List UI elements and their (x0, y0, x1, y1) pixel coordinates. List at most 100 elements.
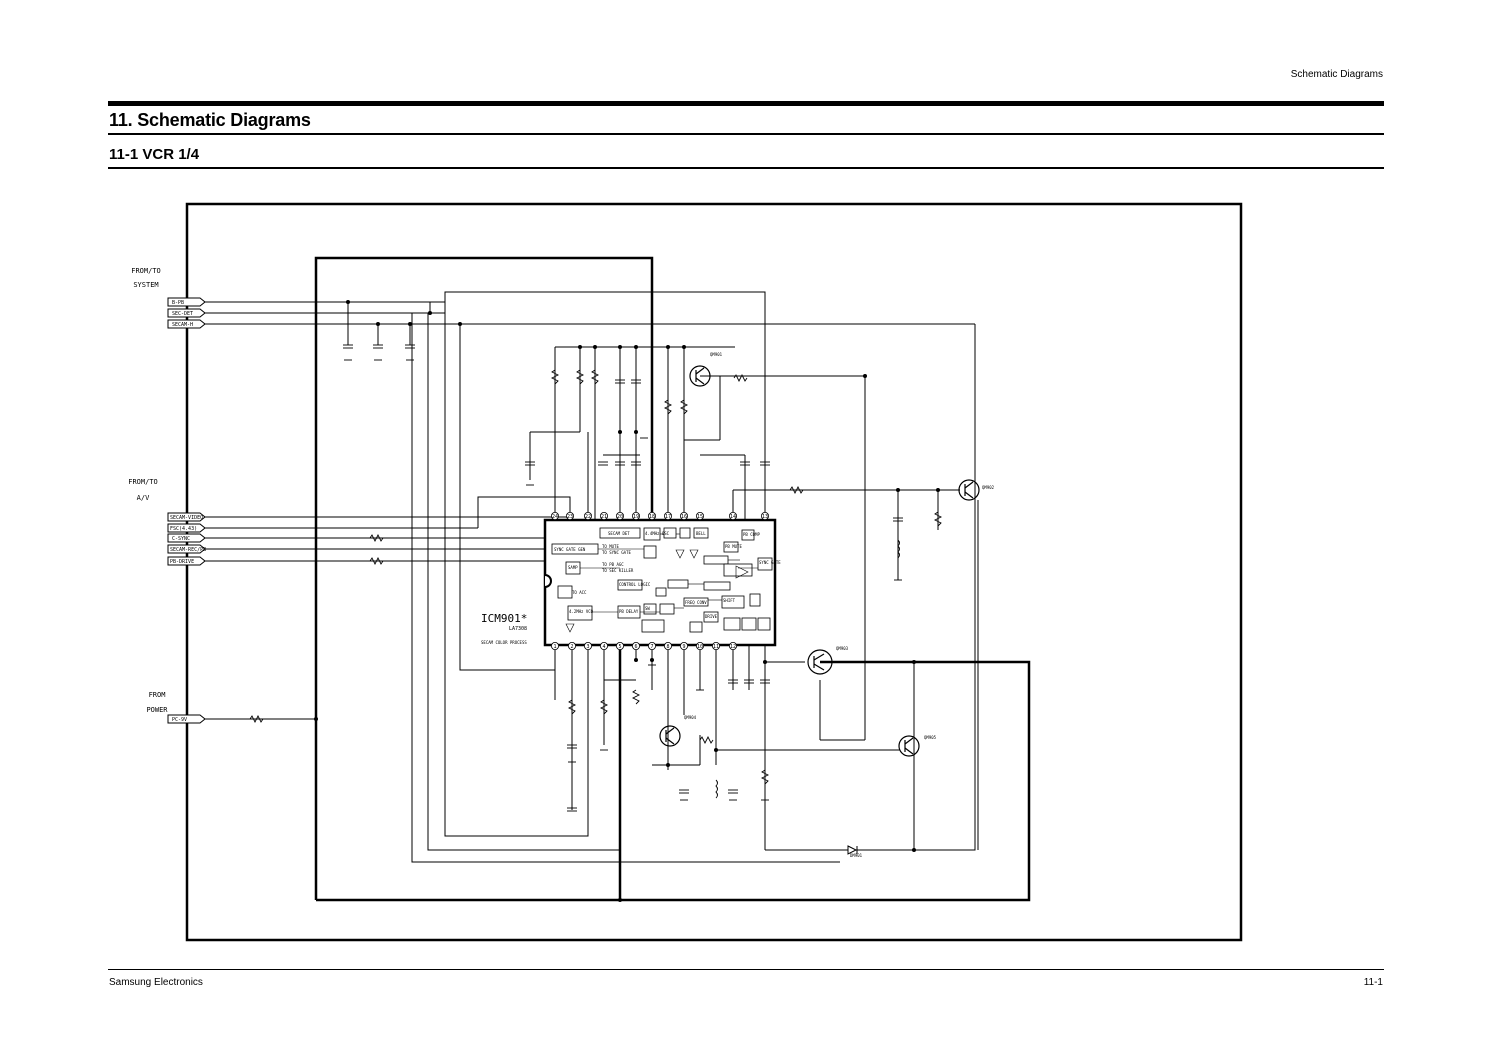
ic-block-label: TO SEC KILLER (602, 568, 634, 573)
ic-pin (632, 512, 641, 521)
ic-pin (712, 642, 721, 651)
transistor-qm903 (807, 649, 833, 675)
ic-block-label: PB DELAY (619, 609, 639, 614)
ic-block-label: TO PB AGC (602, 562, 624, 567)
ic-pin (761, 512, 770, 521)
ic-name: ICM901* (481, 612, 527, 625)
group-label: SYSTEM (133, 281, 158, 289)
ic-pin (680, 642, 689, 651)
ic-block-label: BELL (696, 531, 706, 536)
ic-pin (616, 512, 625, 521)
ic-pin-number: 2 (570, 644, 573, 650)
ic-pin-number: 22 (585, 514, 591, 520)
connector-label: FSC(4.43) (170, 526, 197, 532)
ic-pin-number: 24 (552, 514, 558, 520)
ic-pin (551, 642, 560, 651)
ic-block-label: TO MUTE (602, 544, 619, 549)
ic-pin (648, 512, 657, 521)
ic-pin (729, 642, 738, 651)
ic-pin (600, 512, 609, 521)
ic-block-label: TO SYNC GATE (602, 550, 631, 555)
ic-pin-number: 3 (586, 644, 589, 650)
group-label: FROM/TO (131, 267, 161, 275)
ic-pin-number: 6 (634, 644, 637, 650)
ic-pin-number: 23 (567, 514, 573, 520)
ic-pin (632, 642, 641, 651)
ic-block-label: SAMP (568, 565, 578, 570)
transistor-qm902 (958, 479, 980, 501)
diode-dm901 (847, 845, 858, 855)
ic-pin (696, 512, 705, 521)
ic-pin-number: 15 (697, 514, 703, 520)
footer-page-number: 11-1 (1363, 977, 1383, 988)
ic-pin (566, 512, 575, 521)
transistor-qm901 (689, 365, 711, 387)
ic-block-label: 4.4MHz OSC (645, 531, 670, 536)
ic-pin-number: 20 (617, 514, 623, 520)
ic-pin (664, 512, 673, 521)
connector-label: C-SYNC (172, 536, 190, 542)
footer-company: Samsung Electronics (109, 977, 203, 988)
section-subtitle: 11-1 VCR 1/4 (109, 146, 200, 163)
transistor-label: QM902 (982, 485, 995, 490)
ic-pin-number: 18 (649, 514, 655, 520)
ic-pin-number: 7 (650, 644, 653, 650)
ic-block-label: SECAM DET (608, 531, 630, 536)
ic-pin (696, 642, 705, 651)
board-frame (185, 202, 1243, 942)
ic-block-label: SW (645, 606, 650, 611)
ic-pin-number: 4 (602, 644, 605, 650)
ic-pin (648, 642, 657, 651)
ic-block-label: PB MUTE (725, 544, 742, 549)
ic-pin-number: 19 (633, 514, 639, 520)
ic-pin-number: 8 (666, 644, 669, 650)
connector-label: SECAM-H (172, 322, 193, 328)
transistor-qm905 (898, 735, 920, 757)
connector-label: SECAM-VIDEO (170, 515, 203, 521)
ic-pin-number: 5 (618, 644, 621, 650)
ic-pin-number: 21 (601, 514, 607, 520)
connector-label: PC-9V (172, 717, 187, 723)
connector-label: PB-DRIVE (170, 559, 194, 565)
ic-pin (584, 642, 593, 651)
ic-pin-number: 16 (681, 514, 687, 520)
connector-label: B-PB (172, 300, 184, 306)
ic-pin (616, 642, 625, 651)
ic-block-label: PB COMP (743, 532, 760, 537)
ic-block-label: TO ACC (572, 590, 587, 595)
ic-block-label: 4.2MHz VCO (569, 609, 594, 614)
ic-pin-number: 9 (682, 644, 685, 650)
transistor-label: QM901 (710, 352, 723, 357)
ic-pin-number: 1 (553, 644, 556, 650)
ic-pin (568, 642, 577, 651)
passive-components (249, 344, 943, 812)
transistor-qm904 (659, 725, 681, 747)
transistor-label: QM905 (924, 735, 937, 740)
ic-block-label: SYNC GATE GEN (554, 547, 586, 552)
inner-frame-bottom (316, 660, 1031, 902)
footer-rule (108, 969, 1384, 970)
ic-pin-number: 13 (762, 514, 768, 520)
subtitle-underline (108, 167, 1384, 169)
ic-pin-number: 12 (730, 644, 736, 650)
ic-pin (600, 642, 609, 651)
group-label: FROM (149, 691, 166, 699)
ic-block-label: SYNC GATE (759, 560, 781, 565)
ic-pin (584, 512, 593, 521)
ic-pin-number: 11 (713, 644, 719, 650)
ic-pin-number: 10 (697, 644, 703, 650)
group-label: A/V (137, 494, 150, 502)
inner-frame-left (314, 256, 654, 900)
group-label: POWER (146, 706, 168, 714)
ic-pin (680, 512, 689, 521)
ic-pin-number: 17 (665, 514, 671, 520)
page-title: 11. Schematic Diagrams (109, 110, 311, 130)
ic-pin-number: 14 (730, 514, 736, 520)
ic-note: SECAM COLOR PROCESS (481, 640, 527, 645)
title-rule (108, 101, 1384, 106)
ic-block-label: CONTROL LOGIC (619, 582, 651, 587)
title-underline (108, 133, 1384, 135)
ic-block-label: FREQ CONV (685, 600, 707, 605)
transistor-label: QM903 (836, 646, 849, 651)
